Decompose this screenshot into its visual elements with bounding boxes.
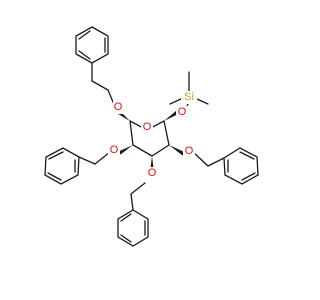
atom-label-anomeric-oxygen: O	[178, 106, 187, 118]
ring-bond-c1-c2	[163, 120, 170, 146]
benzyl-group-left	[44, 147, 111, 185]
aromatic-double-bond	[120, 234, 132, 243]
bond	[107, 89, 114, 103]
bond	[91, 80, 109, 91]
aromatic-double-bond	[47, 172, 62, 181]
benzene-ring-right	[223, 147, 259, 185]
benzene-ring-left	[44, 147, 80, 185]
wedge-bond-c2-o	[169, 145, 186, 156]
bond	[207, 157, 225, 167]
benzyl-group-right	[192, 147, 259, 185]
ring-bond-c4-c5	[129, 120, 134, 146]
atom-label-o4: O	[110, 144, 119, 156]
ring-bond-c2-c3	[151, 144, 170, 157]
bond	[94, 151, 111, 165]
benzene-ring-top	[75, 26, 109, 64]
bond	[192, 151, 209, 167]
benzyl-group-bottom	[117, 182, 149, 247]
aromatic-double-bond	[78, 50, 91, 60]
atom-label-o3: O	[148, 167, 157, 179]
atom-label-o6: O	[114, 101, 123, 113]
structure-diagram: O O O Si O O O	[44, 26, 259, 247]
atom-silicon: Si	[181, 91, 197, 104]
atom-anomeric-oxygen: O	[176, 106, 188, 119]
bond	[130, 193, 134, 211]
wedge-bond-c1-o	[164, 110, 180, 121]
aromatic-double-bond	[78, 30, 91, 40]
wedge-bond-c3-o	[150, 156, 154, 168]
atom-o6: O	[113, 101, 124, 114]
atom-o4: O	[108, 144, 120, 157]
atom-o3: O	[146, 167, 158, 180]
bond	[78, 156, 96, 165]
methyl-bond	[169, 98, 182, 105]
aromatic-double-bond	[120, 213, 132, 222]
atom-label-silicon: Si	[184, 91, 194, 103]
atom-ring-oxygen: O	[141, 120, 153, 133]
methyl-bond	[196, 98, 209, 105]
ring-bond-c3-c4	[132, 144, 153, 157]
aromatic-double-bond	[48, 151, 64, 160]
wedge-bond-c4-o	[118, 145, 133, 155]
atom-label-o2: O	[185, 145, 194, 157]
atom-o2: O	[183, 145, 195, 158]
bond	[130, 182, 146, 195]
aromatic-double-bond	[241, 172, 256, 181]
atom-label-ring-oxygen: O	[143, 121, 152, 133]
aromatic-double-bond	[239, 151, 255, 160]
benzyl-group-top	[75, 26, 114, 103]
benzene-ring-bottom	[117, 209, 149, 247]
trimethylsilyl-group	[169, 71, 209, 105]
